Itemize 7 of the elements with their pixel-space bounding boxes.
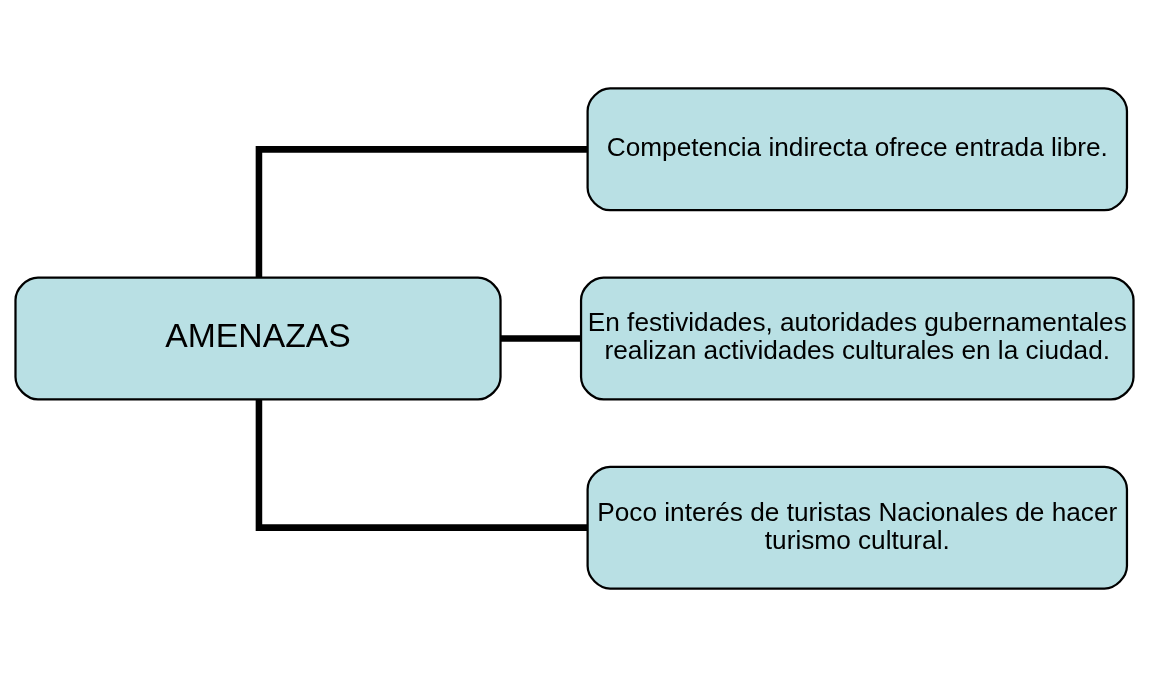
connector bbox=[255, 146, 587, 278]
node-box: Poco interés de turistas Nacionales de hacer turismo cultural. bbox=[586, 465, 1129, 590]
node-box: En festividades, autoridades gubernamentales realizan actividades culturales en la ciudad. bbox=[579, 276, 1135, 401]
connector bbox=[255, 399, 587, 531]
connector bbox=[500, 335, 581, 342]
node-box: AMENAZAS bbox=[14, 276, 502, 401]
node-box: Competencia indirecta ofrece entrada libre. bbox=[586, 87, 1129, 212]
